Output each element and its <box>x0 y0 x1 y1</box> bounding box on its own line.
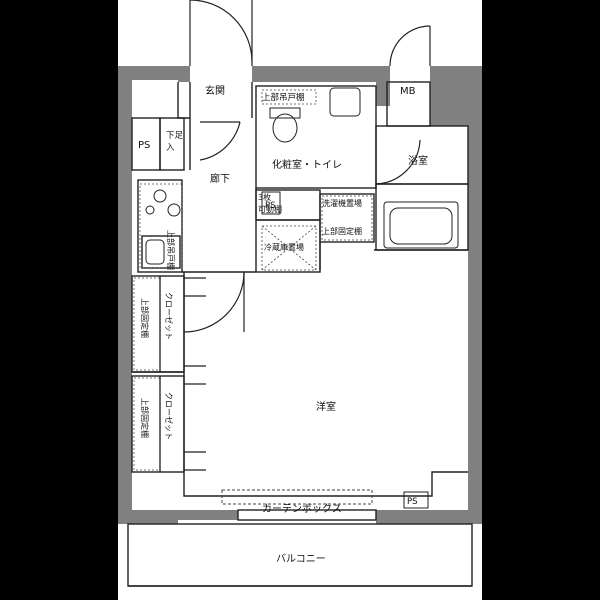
label-sliding-3-a: 3枚 <box>258 192 271 202</box>
ps-bottom-box <box>403 491 429 509</box>
doors <box>183 0 431 471</box>
label-ps-mid: PS <box>265 201 276 211</box>
inner-walls <box>127 81 473 587</box>
label-upper-cabinet-kitchen: 上部吊戸棚 <box>166 230 176 270</box>
closet-upper-shelf-2 <box>133 377 161 471</box>
label-ps-bottom: PS <box>407 497 418 507</box>
washer-space <box>321 195 373 241</box>
label-bath: 浴室 <box>408 154 428 167</box>
label-toilet-vanity: 化粧室・トイレ <box>272 158 342 171</box>
label-upper-fixed-closet-2: 上部固定棚 <box>140 398 150 438</box>
ps-mid-box <box>261 191 281 215</box>
label-curtain-box: カーテンボックス <box>262 503 342 515</box>
sink <box>145 239 165 265</box>
fridge-space <box>261 225 317 271</box>
label-upper-fixed-closet-1: 上部固定棚 <box>140 298 150 338</box>
label-fridge: 冷蔵庫置場 <box>264 242 304 252</box>
toilet <box>269 87 361 143</box>
kitchen-upper-cabinet <box>139 183 183 269</box>
label-upper-cabinet-top: 上部吊戸棚 <box>262 92 305 103</box>
label-closet-1: クローゼット <box>164 292 174 340</box>
label-hallway: 廊下 <box>210 172 230 185</box>
label-balcony: バルコニー <box>276 553 326 565</box>
upper-cabinet-dashed <box>261 89 317 105</box>
label-sliding-3-b: 可動棚 <box>258 204 282 214</box>
label-shoe-2: 入 <box>166 143 175 153</box>
label-washer: 洗濯機置場 <box>322 198 362 208</box>
outer-walls <box>118 66 482 524</box>
label-shoe-1: 下足 <box>166 131 184 141</box>
label-western-room: 洋室 <box>316 400 336 413</box>
label-closet-2: クローゼット <box>164 392 174 440</box>
label-upper-fixed-1: 上部固定棚 <box>322 226 362 236</box>
curtain-box <box>221 489 373 505</box>
label-entrance: 玄関 <box>205 84 225 97</box>
stove <box>145 189 181 217</box>
closet-upper-shelf-1 <box>133 277 161 371</box>
label-mb: MB <box>400 86 416 97</box>
bathtub <box>383 201 459 249</box>
label-ps-left: PS <box>138 140 150 151</box>
